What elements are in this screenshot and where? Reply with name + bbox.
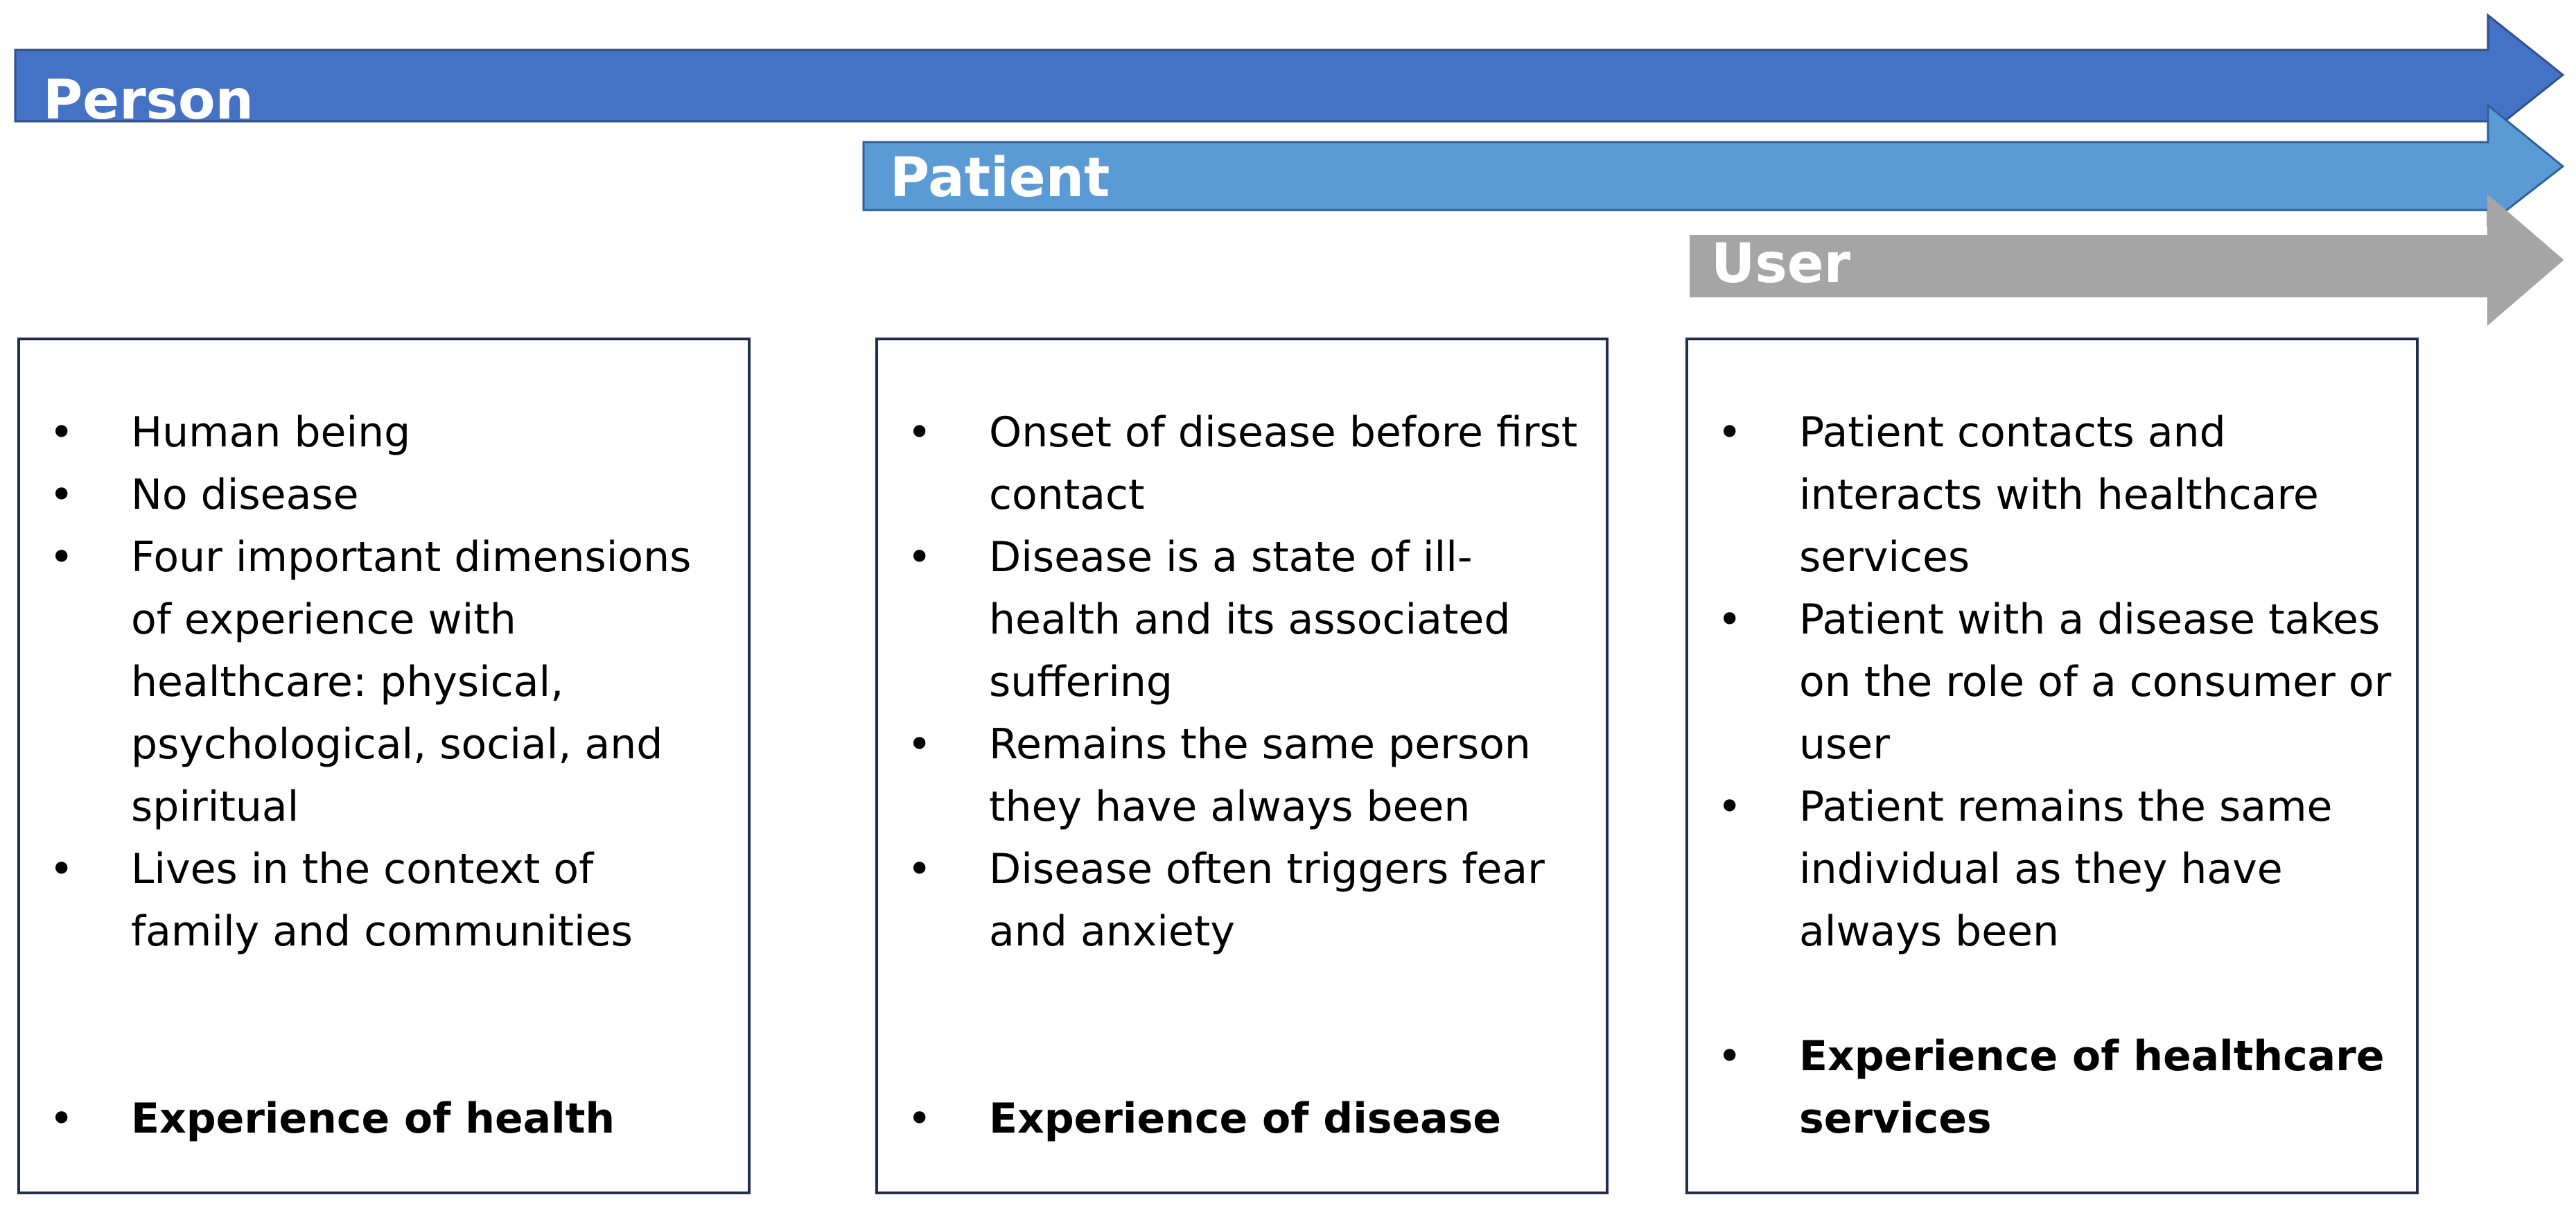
user-arrow-label: User [1711,233,1851,295]
summary-text: Experience of health [131,1094,615,1143]
user-bullet-list: • Patient contacts and interacts with hea… [1688,401,2402,963]
bullet-icon: • [907,408,932,457]
list-item-text: Disease often triggers fear and anxiety [989,845,1545,956]
list-item: • Remains the same person they have alway… [878,713,1592,838]
patient-summary: • Experience of disease [878,1088,1592,1150]
list-item-text: Four important dimensions of experience … [131,533,692,831]
bullet-icon: • [1717,1032,1742,1081]
list-item: • Onset of disease before first contact [878,401,1592,526]
bullet-icon: • [49,408,74,457]
person-bullet-list: • Human being • No disease • Four important… [20,401,734,963]
user-box: • Patient contacts and interacts with hea… [1685,338,2419,1194]
bullet-icon: • [1717,408,1742,457]
patient-box: • Onset of disease before first contact •… [875,338,1609,1194]
list-item-text: Patient remains the same individual as t… [1799,783,2333,956]
list-item-text: Patient contacts and interacts with heal… [1799,408,2319,582]
person-summary: • Experience of health [20,1088,734,1150]
bullet-icon: • [49,471,74,519]
bullet-icon: • [49,845,74,893]
bullet-icon: • [907,720,932,769]
bullet-icon: • [1717,783,1742,831]
user-arrow: User [1689,193,2564,326]
bullet-icon: • [907,1094,932,1143]
list-item-text: Lives in the context of family and commu… [131,845,633,956]
person-arrow-label: Person [43,69,254,132]
list-item-text: Remains the same person they have always… [989,720,1531,831]
user-summary: • Experience of healthcare services [1688,1025,2402,1150]
summary-text: Experience of disease [989,1094,1502,1143]
list-item: • No disease [20,464,734,526]
bullet-icon: • [49,1094,74,1143]
list-item-text: Human being [131,408,411,457]
list-item-text: No disease [131,471,359,519]
list-item-text: Onset of disease before first contact [989,408,1578,519]
list-item: • Four important dimensions of experience… [20,526,734,838]
bullet-icon: • [907,533,932,582]
person-arrow-shape [14,12,2565,137]
list-item-text: Patient with a disease takes on the role… [1799,595,2392,769]
list-item: • Human being [20,401,734,464]
bullet-icon: • [1717,595,1742,644]
list-item: • Disease often triggers fear and anxiety [878,838,1592,963]
list-item: • Patient remains the same individual as … [1688,776,2402,963]
person-box: • Human being • No disease • Four important… [17,338,751,1194]
summary-text: Experience of healthcare services [1799,1032,2385,1143]
bullet-icon: • [907,845,932,893]
patient-arrow-label: Patient [890,147,1110,209]
user-arrow-shape [1690,193,2564,326]
patient-arrow: Patient [862,103,2565,227]
person-arrow: Person [14,12,2565,137]
bullet-icon: • [49,533,74,582]
list-item: • Patient contacts and interacts with hea… [1688,401,2402,588]
list-item: • Lives in the context of family and comm… [20,838,734,963]
list-item: • Disease is a state of ill-health and it… [878,526,1592,713]
patient-arrow-shape [862,103,2565,227]
list-item-text: Disease is a state of ill-health and its… [989,533,1511,706]
patient-bullet-list: • Onset of disease before first contact •… [878,401,1592,963]
list-item: • Patient with a disease takes on the rol… [1688,588,2402,776]
